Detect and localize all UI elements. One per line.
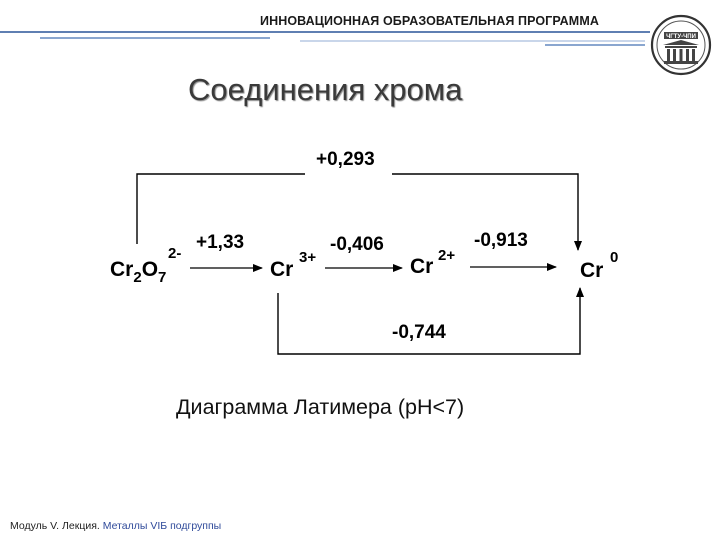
svg-text:2-: 2-	[168, 245, 181, 262]
footer: Модуль V. Лекция. Металлы VIБ подгруппы	[10, 520, 221, 532]
potential-label: -0,406	[330, 234, 384, 255]
header-bar-2	[40, 37, 270, 39]
program-label: ИННОВАЦИОННАЯ ОБРАЗОВАТЕЛЬНАЯ ПРОГРАММА	[260, 14, 599, 28]
top-bracket-arrow	[136, 173, 582, 251]
svg-text:2+: 2+	[438, 247, 455, 264]
potential-label: +0,293	[316, 149, 375, 170]
species-cr0: Cr 0	[580, 249, 618, 282]
svg-text:Cr: Cr	[410, 255, 433, 278]
potential-label: +1,33	[196, 232, 244, 253]
footer-topic: Металлы VIБ подгруппы	[99, 520, 222, 532]
header-bar-4	[545, 44, 645, 46]
svg-text:3+: 3+	[299, 249, 316, 266]
species-dichromate: Cr2O7 2-	[110, 245, 181, 286]
svg-text:Cr: Cr	[270, 258, 293, 281]
potential-label: -0,744	[392, 322, 446, 343]
bottom-bracket-arrow	[277, 287, 584, 355]
footer-module: Модуль V. Лекция.	[10, 520, 100, 532]
potential-label: -0,913	[474, 230, 528, 251]
svg-text:Cr: Cr	[580, 259, 603, 282]
svg-text:Cr2O7: Cr2O7	[110, 258, 166, 286]
header-bar-1	[0, 31, 650, 33]
diagram-caption: Диаграмма Латимера (pH<7)	[176, 395, 465, 419]
species-cr2: Cr 2+	[410, 247, 455, 278]
slide-title: Соединения хрома	[188, 72, 463, 107]
university-logo: ЧГТУ-ЧПИ	[650, 14, 712, 76]
species-cr3: Cr 3+	[270, 249, 316, 281]
header-bar-3	[300, 40, 645, 42]
svg-text:0: 0	[610, 249, 618, 266]
logo-text: ЧГТУ-ЧПИ	[666, 34, 696, 40]
